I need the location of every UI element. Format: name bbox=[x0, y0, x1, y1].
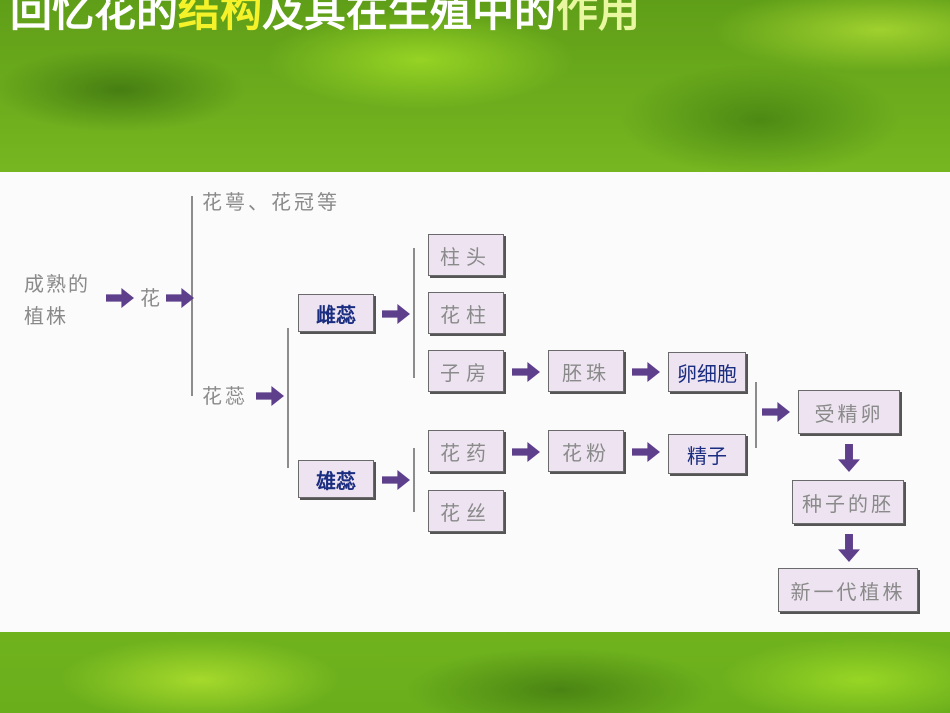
ovule-box: 胚珠 bbox=[548, 350, 624, 392]
seed-embryo-box: 种子的胚 bbox=[792, 480, 904, 524]
style-box: 花柱 bbox=[428, 292, 504, 334]
mature-plant-label: 成熟的 植株 bbox=[24, 272, 90, 328]
pistil-box: 雌蕊 bbox=[298, 294, 374, 332]
stamen-box: 雄蕊 bbox=[298, 460, 374, 498]
ovary-box: 子房 bbox=[428, 350, 504, 392]
title-highlight-function: 作用 bbox=[556, 0, 641, 36]
filament-box: 花丝 bbox=[428, 490, 504, 532]
stigma-box: 柱头 bbox=[428, 234, 504, 276]
new-plant-box: 新一代植株 bbox=[778, 568, 918, 612]
title-part-1: 回忆花的 bbox=[10, 0, 179, 36]
title-part-3: 及其在生殖中的 bbox=[262, 0, 557, 36]
title-highlight-structure: 结构 bbox=[178, 0, 263, 36]
stamen-pistil-label: 花蕊 bbox=[202, 384, 248, 408]
egg-cell-box: 卵细胞 bbox=[668, 352, 746, 392]
sperm-box: 精子 bbox=[668, 434, 746, 474]
pollen-box: 花粉 bbox=[548, 430, 624, 472]
perianth-label: 花萼、花冠等 bbox=[202, 190, 340, 214]
slide-title: 回忆花的结构及其在生殖中的作用 bbox=[10, 0, 640, 39]
flower-label: 花 bbox=[140, 286, 160, 310]
anther-box: 花药 bbox=[428, 430, 504, 472]
fertilized-egg-box: 受精卵 bbox=[798, 390, 900, 434]
